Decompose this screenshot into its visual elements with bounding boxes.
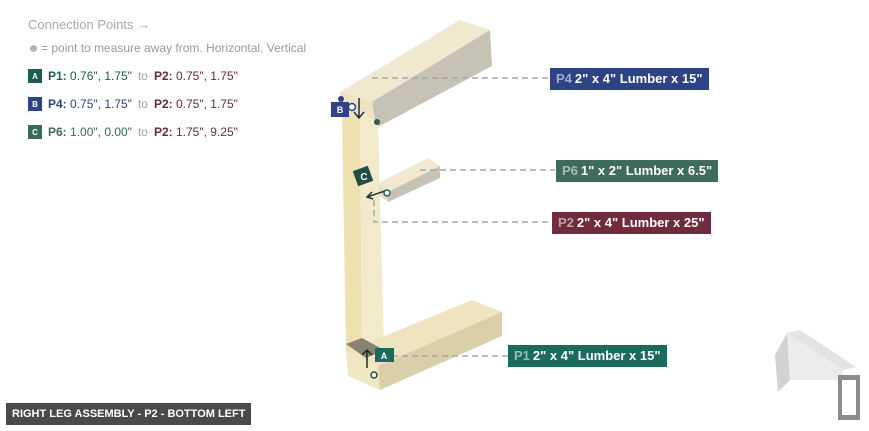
part-id: P1 [514, 348, 530, 363]
connection-badge-b: B [28, 97, 42, 111]
measure-point-dot-icon [30, 44, 37, 52]
marker-b[interactable]: B [331, 96, 380, 125]
connection-badge-c: C [28, 125, 42, 139]
board-p6[interactable] [378, 158, 440, 202]
to-word: to [137, 125, 148, 139]
board-p2[interactable] [342, 112, 384, 352]
part-id: P2 [558, 215, 574, 230]
svg-text:A: A [381, 351, 388, 361]
marker-a[interactable]: A [361, 348, 394, 379]
connection-row-b: B P4: 0.75", 1.75" to P2: 0.75", 1.75" [28, 97, 238, 111]
to-word: to [137, 97, 148, 111]
from-coords: 0.75", 1.75" [70, 97, 132, 111]
part-desc: 1" x 2" Lumber x 6.5" [580, 163, 713, 178]
from-coords: 0.76", 1.75" [70, 69, 132, 83]
part-id: P4 [556, 71, 572, 86]
to-part: P2: [153, 69, 173, 83]
from-part: P6: [48, 125, 67, 139]
connection-points-title: Connection Points → [28, 17, 151, 32]
svg-text:B: B [337, 105, 344, 115]
part-desc: 2" x 4" Lumber x 15" [532, 348, 661, 363]
connection-badge-a: A [28, 69, 42, 83]
to-coords: 1.75", 9.25" [175, 125, 238, 139]
marker-c[interactable]: C [352, 165, 391, 200]
connection-row-c: C P6: 1.00", 0.00" to P2: 1.75", 9.25" [28, 125, 238, 139]
from-part: P1: [48, 69, 67, 83]
to-coords: 0.75", 1.75" [175, 97, 238, 111]
connection-row-a: A P1: 0.76", 1.75" to P2: 0.75", 1.75" [28, 69, 238, 83]
to-word: to [137, 69, 148, 83]
part-id: P6 [562, 163, 578, 178]
from-coords: 1.00", 0.00" [70, 125, 132, 139]
to-part: P2: [153, 97, 173, 111]
board-p4[interactable] [340, 20, 492, 128]
from-part: P4: [48, 97, 67, 111]
part-desc: 2" x 4" Lumber x 15" [574, 71, 703, 86]
svg-text:C: C [360, 172, 367, 183]
legend-text: = point to measure away from. Horizontal… [41, 41, 307, 55]
view-caption: RIGHT LEG ASSEMBLY - P2 - BOTTOM LEFT [6, 403, 252, 425]
mini-preview[interactable] [775, 330, 860, 420]
connection-points-legend: = point to measure away from. Horizontal… [30, 41, 306, 55]
part-desc: 2" x 4" Lumber x 25" [576, 215, 705, 230]
to-coords: 0.75", 1.75" [175, 69, 238, 83]
to-part: P2: [153, 125, 173, 139]
